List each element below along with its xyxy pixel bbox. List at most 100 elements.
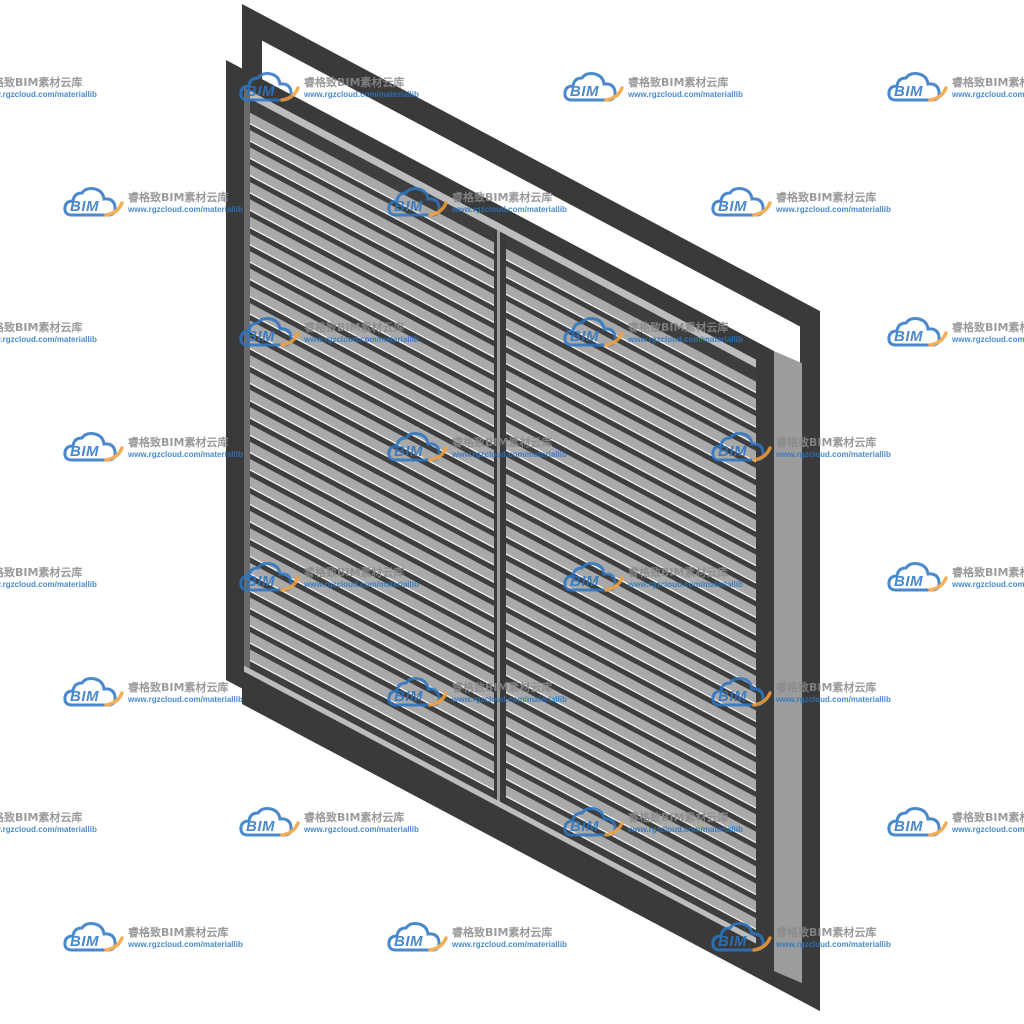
louver-slat	[244, 230, 494, 374]
louver-slat	[506, 352, 756, 496]
louver-slat-highlight	[244, 223, 494, 358]
louver-slat-highlight	[506, 483, 756, 619]
louver-slat-highlight	[506, 570, 756, 705]
louver-slat	[506, 387, 756, 531]
bottom-rail-inner	[244, 665, 756, 944]
louver-slat	[506, 681, 756, 825]
louver-slat	[506, 629, 756, 773]
louver-slat-highlight	[506, 466, 756, 601]
louver-slat	[244, 161, 494, 305]
louver-slat-highlight	[244, 361, 494, 497]
louver-slat-highlight	[506, 414, 756, 550]
louver-slat	[244, 559, 494, 703]
louver-slat-highlight	[244, 188, 494, 324]
louver-slat-highlight	[244, 206, 494, 341]
louver-slat-highlight	[506, 605, 756, 740]
louver-slat-highlight	[244, 465, 494, 601]
louver-slat	[506, 560, 756, 704]
louver-slat	[506, 595, 756, 738]
louver-slat	[244, 317, 494, 461]
top-rail-inner	[244, 87, 756, 368]
louver-slat	[244, 126, 494, 270]
louver-slat	[506, 248, 756, 392]
louver-slat	[506, 646, 756, 790]
louver-slat	[506, 335, 756, 479]
louver-slat	[506, 612, 756, 756]
louver-slat	[244, 265, 494, 409]
louver-slat-highlight	[506, 501, 756, 636]
louver-slat-highlight	[244, 275, 494, 410]
louver-slat	[506, 733, 756, 877]
louver-slat	[506, 421, 756, 565]
louver-slat-highlight	[506, 518, 756, 653]
louver-slat-highlight	[244, 119, 494, 255]
louver-slat	[506, 750, 756, 894]
louver-slat-highlight	[244, 569, 494, 705]
louver-slat-highlight	[244, 656, 494, 791]
louver-slat	[506, 768, 756, 912]
louver-slat-highlight	[506, 379, 756, 515]
louver-slat-highlight	[244, 621, 494, 757]
louver-slat	[506, 439, 756, 583]
louver-slat	[506, 456, 756, 600]
louver-slat	[244, 386, 494, 530]
louver-slat-highlight	[506, 656, 756, 792]
louver-slat	[506, 266, 756, 409]
louver-slat	[244, 490, 494, 634]
louver-slat	[506, 577, 756, 721]
louver-slat-highlight	[244, 310, 494, 445]
louver-slat-highlight	[506, 258, 756, 394]
louver-slat	[244, 646, 494, 790]
louver-slat	[244, 213, 494, 357]
louver-slat	[506, 491, 756, 635]
louver-slat-highlight	[244, 535, 494, 670]
louver-slat	[244, 507, 494, 651]
louver-slat-highlight	[244, 517, 494, 653]
louver-slat	[506, 698, 756, 842]
louver-slat	[506, 664, 756, 808]
louver-slat-highlight	[506, 674, 756, 809]
louver-slat-highlight	[244, 638, 494, 774]
left-inner-edge	[244, 87, 250, 675]
louver-slat-highlight	[244, 258, 494, 393]
louver-slat-highlight	[506, 708, 756, 844]
louver-slat-highlight	[506, 639, 756, 775]
louver-slat	[244, 455, 494, 599]
louver-slat-highlight	[244, 396, 494, 532]
louver-slat	[506, 318, 756, 461]
louver-slat-highlight	[244, 500, 494, 635]
louver-slat	[506, 716, 756, 860]
louver-slat-highlight	[506, 431, 756, 567]
louver-slat-highlight	[244, 431, 494, 566]
louver-slat-highlight	[506, 345, 756, 480]
louver-slat	[244, 248, 494, 391]
louver-slat	[506, 369, 756, 513]
louver-slat	[244, 178, 494, 322]
louver-slat-highlight	[506, 362, 756, 498]
louver-slat	[244, 525, 494, 668]
louver-slat-highlight	[506, 587, 756, 723]
louver-slat-highlight	[244, 413, 494, 549]
louver-slat-highlight	[244, 136, 494, 272]
louver-slat-highlight	[506, 622, 756, 757]
louver-slat-highlight	[244, 292, 494, 428]
louver-slat	[244, 196, 494, 339]
louver-slat	[244, 421, 494, 565]
louver-slat	[244, 438, 494, 582]
louver-slat	[244, 369, 494, 513]
louver-slat-highlight	[506, 726, 756, 861]
louver-slat-highlight	[506, 691, 756, 827]
louver-slat	[244, 611, 494, 755]
louver-slat-highlight	[244, 552, 494, 687]
louver-slat	[506, 473, 756, 617]
center-mullion-highlight	[497, 221, 500, 808]
louver-slat	[506, 404, 756, 548]
louver-slat	[244, 300, 494, 443]
louver-slat-highlight	[506, 328, 756, 463]
louver-slat-highlight	[244, 154, 494, 289]
louver-slat-highlight	[244, 483, 494, 618]
louver-slat	[506, 525, 756, 669]
louver-slat	[506, 508, 756, 652]
louver-slat	[244, 144, 494, 288]
